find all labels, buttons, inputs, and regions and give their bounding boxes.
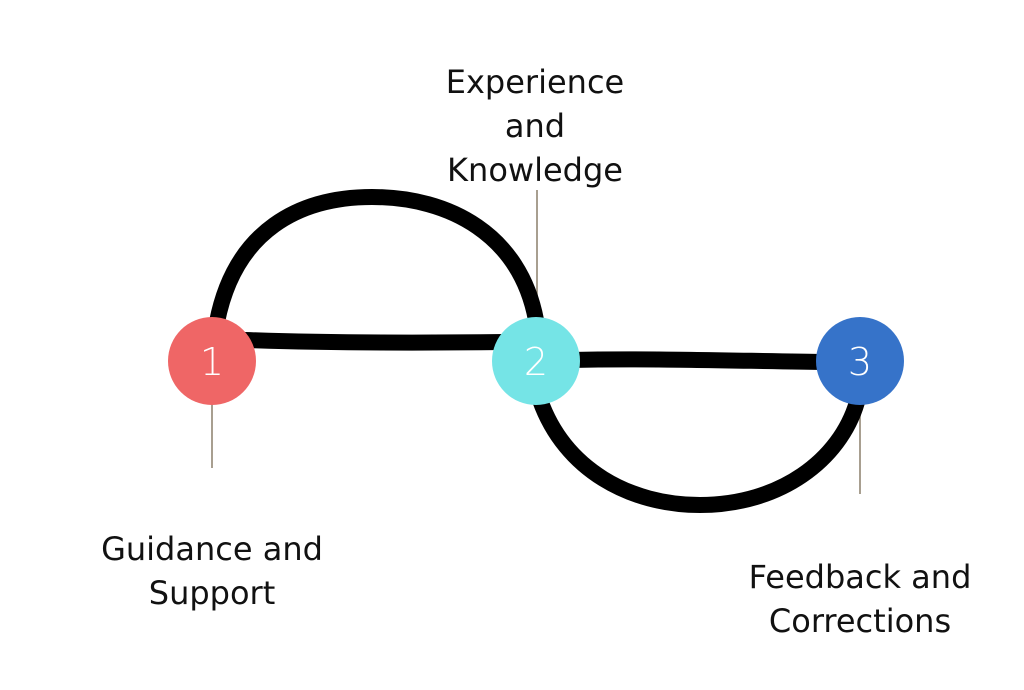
step-node-2: [492, 317, 580, 405]
caption-1-line-2: Support: [148, 574, 276, 612]
step-number-1: 1: [200, 340, 224, 384]
step-node-3: [816, 317, 904, 405]
step-caption-2: Experience and Knowledge: [400, 60, 670, 192]
caption-3-line-2: Corrections: [768, 602, 952, 640]
step-number-2: 2: [524, 340, 548, 384]
segment-1-2: [237, 332, 513, 351]
caption-1-line-1: Guidance and: [101, 530, 323, 568]
caption-2-line-2: and: [504, 107, 566, 145]
step-node-1: [168, 317, 256, 405]
lower-arc: [532, 392, 865, 514]
upper-arc: [209, 188, 544, 330]
caption-2-line-1: Experience: [445, 63, 625, 101]
step-number-3: 3: [848, 340, 872, 384]
segment-2-3: [562, 351, 836, 370]
step-caption-1: Guidance and Support: [62, 527, 362, 615]
step-caption-3: Feedback and Corrections: [710, 555, 1010, 643]
caption-2-line-3: Knowledge: [447, 151, 623, 189]
caption-3-line-1: Feedback and: [748, 558, 972, 596]
